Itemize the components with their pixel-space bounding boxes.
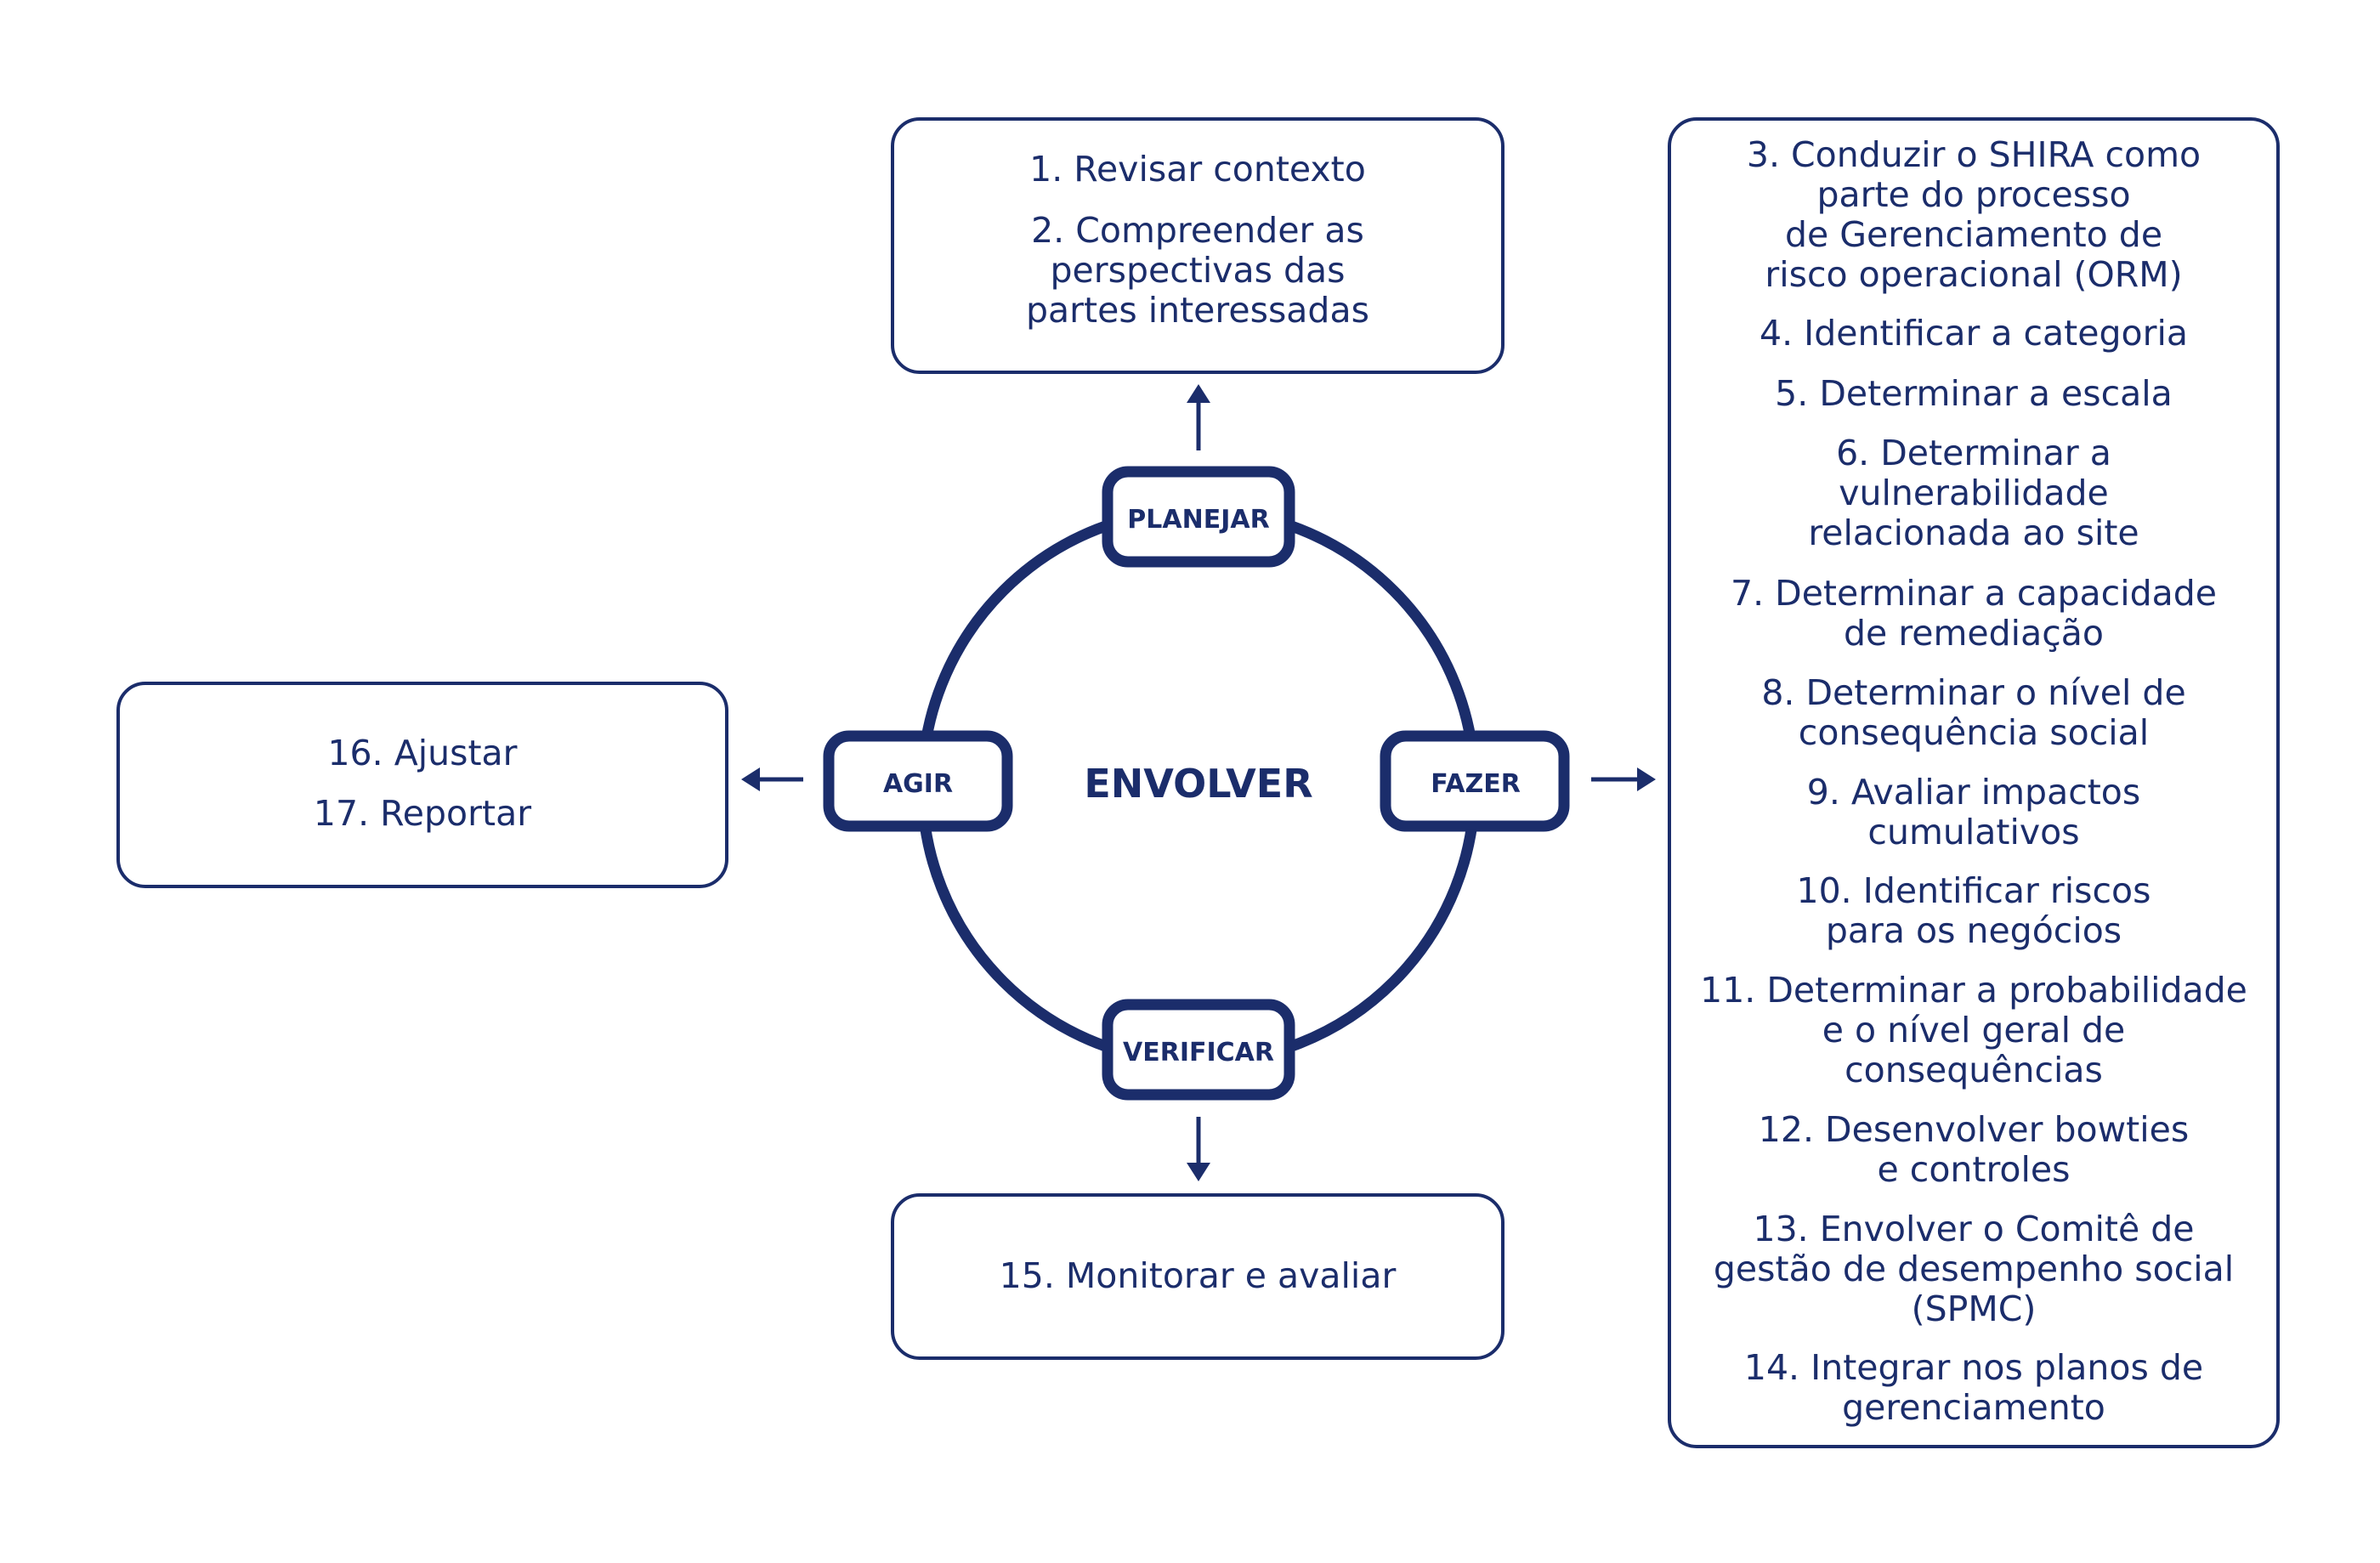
do-step-8: 8. Determinar o nível de consequência so…	[1761, 672, 2186, 753]
do-step-5: 5. Determinar a escala	[1775, 373, 2173, 414]
do-step-4: 4. Identificar a categoria	[1760, 313, 2188, 354]
agir-node: AGIR	[823, 730, 1013, 832]
plan-steps-box: 1. Revisar contexto 2. Compreender as pe…	[891, 117, 1504, 374]
verificar-label: VERIFICAR	[1123, 1038, 1274, 1067]
do-steps-box: 3. Conduzir o SHIRA como parte do proces…	[1668, 117, 2280, 1448]
agir-pill	[823, 730, 1013, 832]
act-step-16: 16. Ajustar	[327, 733, 518, 773]
do-step-3: 3. Conduzir o SHIRA como parte do proces…	[1746, 134, 2202, 295]
fazer-pill	[1380, 730, 1570, 832]
arrow-right-icon	[1591, 767, 1656, 791]
planejar-label: PLANEJAR	[1127, 505, 1269, 535]
check-steps-box: 15. Monitorar e avaliar	[891, 1193, 1504, 1360]
do-step-14: 14. Integrar nos planos de gerenciamento	[1743, 1347, 2204, 1428]
plan-step-2: 2. Compreender as perspectivas das parte…	[1026, 210, 1369, 331]
do-step-6: 6. Determinar a vulnerabilidade relacion…	[1808, 433, 2139, 553]
arrow-down-icon	[1187, 1117, 1210, 1181]
planejar-pill	[1102, 466, 1295, 568]
do-step-13: 13. Envolver o Comitê de gestão de desem…	[1713, 1209, 2235, 1329]
check-step-15: 15. Monitorar e avaliar	[999, 1255, 1397, 1296]
plan-step-1: 1. Revisar contexto	[1029, 149, 1366, 190]
arrow-up-icon	[1187, 384, 1210, 450]
planejar-node: PLANEJAR	[1102, 466, 1295, 568]
fazer-label: FAZER	[1431, 769, 1521, 799]
do-step-11: 11. Determinar a probabilidade e o nível…	[1700, 970, 2247, 1090]
act-steps-box: 16. Ajustar 17. Reportar	[116, 682, 728, 888]
do-step-7: 7. Determinar a capacidade de remediação	[1730, 573, 2218, 654]
act-step-17: 17. Reportar	[313, 793, 532, 834]
do-step-12: 12. Desenvolver bowties e controles	[1758, 1109, 2190, 1190]
agir-label: AGIR	[883, 769, 953, 799]
center-label: ENVOLVER	[1084, 761, 1312, 807]
verificar-pill	[1102, 999, 1295, 1101]
do-step-9: 9. Avaliar impactos cumulativos	[1806, 772, 2141, 852]
verificar-node: VERIFICAR	[1102, 999, 1295, 1101]
arrow-left-icon	[741, 767, 803, 791]
do-step-10: 10. Identificar riscos para os negócios	[1796, 870, 2151, 951]
fazer-node: FAZER	[1380, 730, 1570, 832]
